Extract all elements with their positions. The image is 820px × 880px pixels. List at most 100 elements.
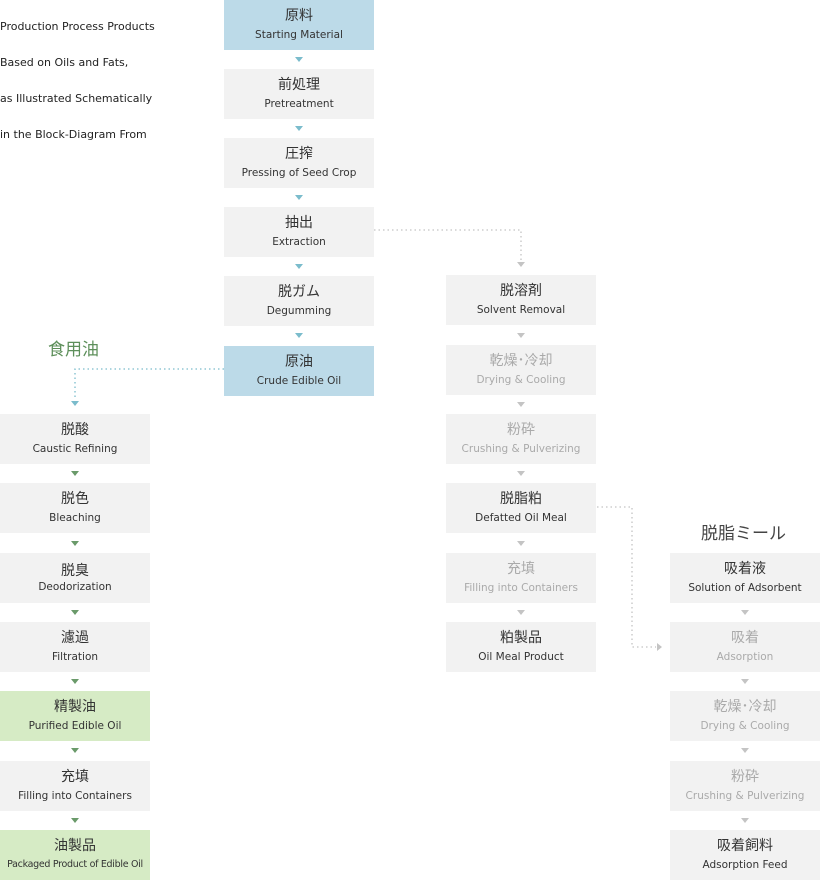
step-adsorption-feed: 吸着飼料 Adsorption Feed xyxy=(670,830,820,880)
step-title: 脱溶剤 xyxy=(500,283,542,299)
step-packaged-edible-oil: 油製品 Packaged Product of Edible Oil xyxy=(0,830,150,880)
arrow-down-icon xyxy=(516,333,525,338)
step-title: 粉砕 xyxy=(731,769,759,785)
connector-defatted-meal-to-adsorption xyxy=(597,506,656,648)
step-title: 吸着 xyxy=(731,630,759,646)
arrow-down-icon xyxy=(740,818,749,823)
step-subtitle: Pretreatment xyxy=(264,98,334,110)
step-subtitle: Filtration xyxy=(51,651,99,663)
edible-oil-label: 食用油 xyxy=(48,340,99,360)
arrow-down-icon xyxy=(70,541,79,546)
arrow-down-icon xyxy=(516,402,525,407)
arrow-down-icon xyxy=(516,541,525,546)
step-solution-of-adsorbent: 吸着液 Solution of Adsorbent xyxy=(670,553,820,603)
step-subtitle: Deodorization xyxy=(38,580,112,593)
step-title: 原油 xyxy=(285,354,313,370)
step-title: 乾燥･冷却 xyxy=(713,699,777,715)
step-meal-filling: 充填 Filling into Containers xyxy=(446,553,596,603)
step-title: 油製品 xyxy=(54,838,96,854)
step-deodorization: 脱臭 Deodorization xyxy=(0,553,150,603)
step-subtitle: Filling into Containers xyxy=(18,790,132,802)
step-subtitle: Packaged Product of Edible Oil xyxy=(7,859,143,870)
step-feed-drying-cooling: 乾燥･冷却 Drying & Cooling xyxy=(670,691,820,741)
step-subtitle: Solvent Removal xyxy=(476,304,566,316)
step-subtitle: Drying & Cooling xyxy=(700,720,790,732)
step-subtitle: Extraction xyxy=(272,236,326,248)
step-title: 吸着液 xyxy=(724,561,766,577)
arrow-down-icon xyxy=(516,262,525,267)
arrow-right-icon xyxy=(657,642,662,651)
arrow-down-icon xyxy=(70,471,79,476)
step-subtitle: Drying & Cooling xyxy=(476,374,566,386)
step-title: 脱色 xyxy=(61,491,89,507)
step-caustic-refining: 脱酸 Caustic Refining xyxy=(0,414,150,464)
step-title: 吸着飼料 xyxy=(717,838,773,854)
step-title: 原料 xyxy=(285,8,313,24)
step-title: 濾過 xyxy=(61,630,89,646)
step-subtitle: Crude Edible Oil xyxy=(256,375,342,387)
arrow-down-icon xyxy=(740,748,749,753)
connector-crude-oil-to-caustic-refining xyxy=(74,368,224,398)
step-bleaching: 脱色 Bleaching xyxy=(0,483,150,533)
step-meal-crushing: 粉砕 Crushing & Pulverizing xyxy=(446,414,596,464)
step-title: 粉砕 xyxy=(507,422,535,438)
arrow-down-icon xyxy=(294,333,303,338)
caption-line: Based on Oils and Fats, xyxy=(0,56,129,69)
step-subtitle: Degumming xyxy=(266,305,332,317)
step-subtitle: Adsorption Feed xyxy=(702,859,788,871)
step-subtitle: Crushing & Pulverizing xyxy=(461,443,581,455)
step-title: 充填 xyxy=(507,561,535,577)
step-title: 抽出 xyxy=(285,215,313,231)
step-subtitle: Solution of Adsorbent xyxy=(688,582,802,594)
step-oil-meal-product: 粕製品 Oil Meal Product xyxy=(446,622,596,672)
step-subtitle: Caustic Refining xyxy=(32,443,118,455)
step-extraction: 抽出 Extraction xyxy=(224,207,374,257)
step-purified-edible-oil: 精製油 Purified Edible Oil xyxy=(0,691,150,741)
step-subtitle: Purified Edible Oil xyxy=(28,720,122,732)
step-subtitle: Filling into Containers xyxy=(464,582,578,594)
arrow-down-icon xyxy=(70,610,79,615)
step-subtitle: Crushing & Pulverizing xyxy=(685,790,805,802)
step-degumming: 脱ガム Degumming xyxy=(224,276,374,326)
step-solvent-removal: 脱溶剤 Solvent Removal xyxy=(446,275,596,325)
arrow-down-icon xyxy=(740,610,749,615)
connector-extraction-to-solvent-removal xyxy=(374,229,522,260)
step-subtitle: Oil Meal Product xyxy=(478,651,564,663)
step-title: 前処理 xyxy=(278,77,320,93)
step-title: 脱臭 xyxy=(61,562,89,579)
step-subtitle: Pressing of Seed Crop xyxy=(241,167,357,179)
step-adsorption: 吸着 Adsorption xyxy=(670,622,820,672)
step-feed-crushing: 粉砕 Crushing & Pulverizing xyxy=(670,761,820,811)
arrow-down-icon xyxy=(70,401,79,406)
caption-line: Production Process Products xyxy=(0,20,155,33)
step-title: 乾燥･冷却 xyxy=(489,353,553,369)
step-filling-containers: 充填 Filling into Containers xyxy=(0,761,150,811)
arrow-down-icon xyxy=(294,195,303,200)
arrow-down-icon xyxy=(294,126,303,131)
step-title: 脱酸 xyxy=(61,422,89,438)
arrow-down-icon xyxy=(294,57,303,62)
step-subtitle: Adsorption xyxy=(716,651,774,663)
arrow-down-icon xyxy=(740,679,749,684)
arrow-down-icon xyxy=(516,610,525,615)
arrow-down-icon xyxy=(70,748,79,753)
defatted-meal-label: 脱脂ミール xyxy=(701,524,786,544)
step-subtitle: Defatted Oil Meal xyxy=(475,512,567,524)
step-title: 粕製品 xyxy=(500,630,542,646)
arrow-down-icon xyxy=(294,264,303,269)
arrow-down-icon xyxy=(70,818,79,823)
step-title: 精製油 xyxy=(54,699,96,715)
step-title: 圧搾 xyxy=(285,146,313,162)
step-crude-edible-oil: 原油 Crude Edible Oil xyxy=(224,346,374,396)
step-subtitle: Bleaching xyxy=(49,512,101,524)
arrow-down-icon xyxy=(70,679,79,684)
step-title: 脱脂粕 xyxy=(500,491,542,507)
diagram-caption: Production Process Products Based on Oil… xyxy=(0,0,190,162)
step-defatted-oil-meal: 脱脂粕 Defatted Oil Meal xyxy=(446,483,596,533)
step-pressing: 圧搾 Pressing of Seed Crop xyxy=(224,138,374,188)
step-starting-material: 原料 Starting Material xyxy=(224,0,374,50)
step-pretreatment: 前処理 Pretreatment xyxy=(224,69,374,119)
caption-line: in the Block-Diagram From xyxy=(0,128,147,141)
step-title: 脱ガム xyxy=(278,284,320,300)
step-meal-drying-cooling: 乾燥･冷却 Drying & Cooling xyxy=(446,345,596,395)
